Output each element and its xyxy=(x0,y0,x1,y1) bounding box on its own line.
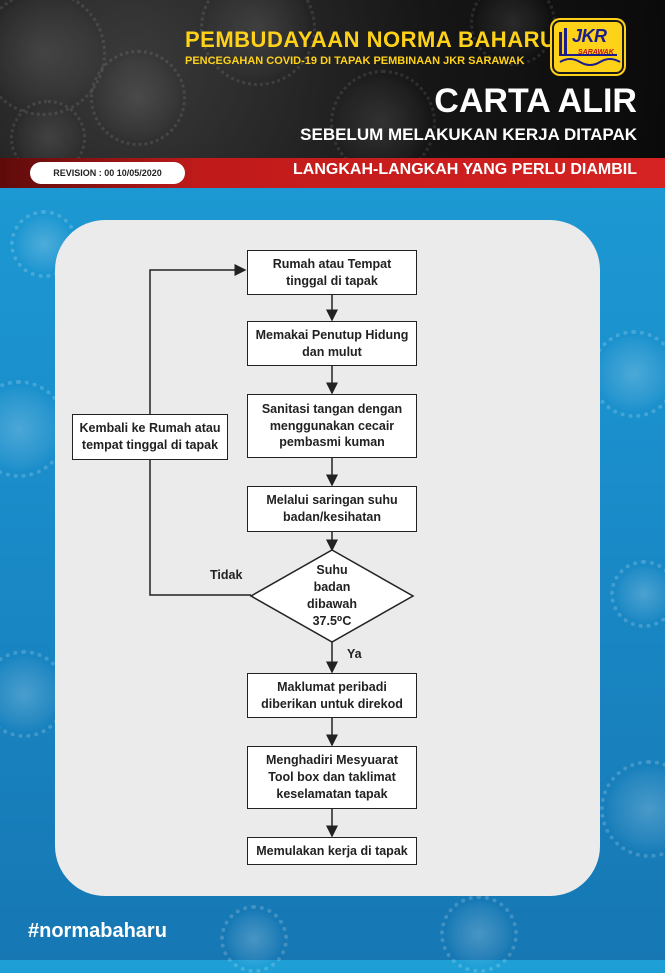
virus-decoration xyxy=(10,100,86,158)
hashtag-text: #normabaharu xyxy=(28,920,167,942)
jkr-building-icon xyxy=(559,28,621,66)
virus-decoration xyxy=(0,0,106,116)
yes-label: Ya xyxy=(347,647,362,661)
virus-decoration xyxy=(590,330,665,418)
page-subheading: SEBELUM MELAKUKAN KERJA DITAPAK xyxy=(300,125,637,144)
flow-step-kembali: Kembali ke Rumah atau tempat tinggal di … xyxy=(72,414,228,460)
flow-step-mulakan: Memulakan kerja di tapak xyxy=(247,837,417,865)
jkr-logo: JKR SARAWAK xyxy=(552,20,624,74)
no-label: Tidak xyxy=(210,568,243,582)
logo-text: JKR xyxy=(572,26,607,46)
flowchart-connectors xyxy=(149,264,415,838)
virus-decoration xyxy=(330,70,436,158)
page-heading: CARTA ALIR xyxy=(434,82,637,120)
flowchart-card: Rumah atau Tempat tinggal di tapak Memak… xyxy=(55,220,600,896)
flow-step-maklumat: Maklumat peribadi diberikan untuk direko… xyxy=(247,673,417,718)
flow-step-saringan: Melalui saringan suhu badan/kesihatan xyxy=(247,486,417,532)
decision-diamond xyxy=(249,549,415,643)
band-title: LANGKAH-LANGKAH YANG PERLU DIAMBIL xyxy=(293,161,637,178)
virus-decoration xyxy=(610,560,665,628)
decision-text: Suhu badan dibawah 37.5⁰C xyxy=(306,563,357,628)
header-subtitle: PENCEGAHAN COVID-19 DI TAPAK PEMBINAAN J… xyxy=(185,55,525,67)
revision-badge: REVISION : 00 10/05/2020 xyxy=(30,162,185,184)
flow-step-penutup: Memakai Penutup Hidung dan mulut xyxy=(247,321,417,366)
flow-step-rumah: Rumah atau Tempat tinggal di tapak xyxy=(247,250,417,295)
logo-subtext: SARAWAK xyxy=(578,49,614,56)
virus-decoration xyxy=(220,905,288,973)
flow-step-mesyuarat: Menghadiri Mesyuarat Tool box dan taklim… xyxy=(247,746,417,809)
virus-decoration xyxy=(90,50,186,146)
virus-decoration xyxy=(600,760,665,858)
virus-decoration xyxy=(440,895,518,973)
header-banner: PEMBUDAYAAN NORMA BAHARU PENCEGAHAN COVI… xyxy=(0,0,665,158)
header-title: PEMBUDAYAAN NORMA BAHARU xyxy=(185,27,557,52)
flow-step-sanitasi: Sanitasi tangan dengan menggunakan cecai… xyxy=(247,394,417,458)
